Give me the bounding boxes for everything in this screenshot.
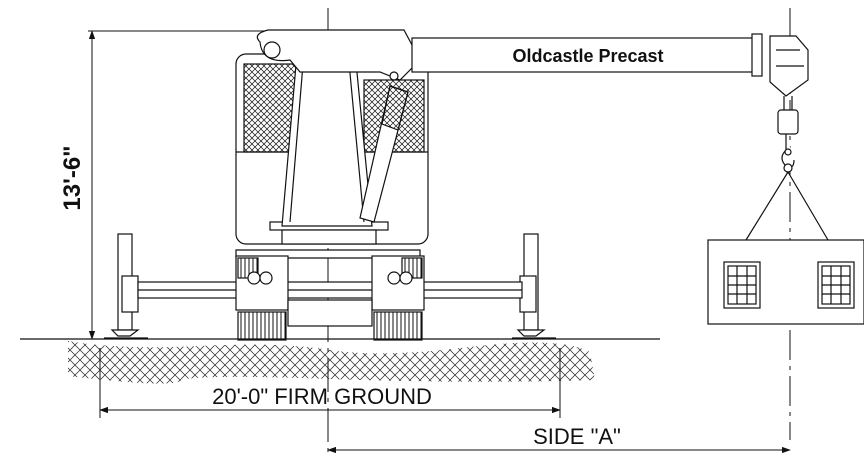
height-dimension-label: 13'-6" xyxy=(59,145,86,210)
ground-dimension-label: 20'-0" FIRM GROUND xyxy=(212,384,432,409)
side-dimension-label: SIDE "A" xyxy=(533,424,621,449)
boom-label: Oldcastle Precast xyxy=(512,46,663,66)
precast-load xyxy=(707,239,864,325)
crane xyxy=(104,29,829,341)
ground-dimension xyxy=(99,348,561,418)
load-opening-right xyxy=(821,265,851,305)
load-opening-left xyxy=(727,265,757,305)
ground xyxy=(20,338,660,384)
